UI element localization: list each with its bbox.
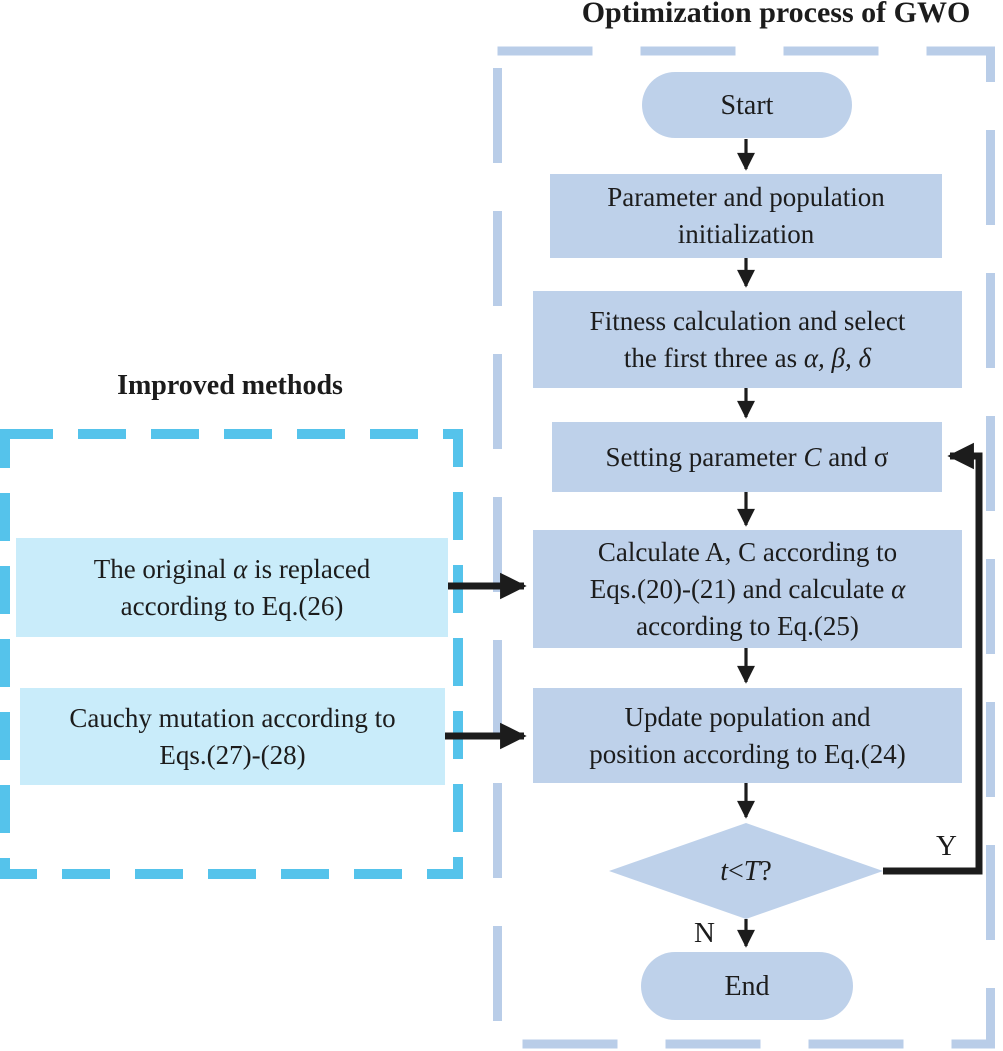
optimization-dashed-frame: [493, 46, 995, 1049]
node-end-label: End: [724, 970, 770, 1002]
node-setting-parameter-label: Setting parameter C and σ: [605, 441, 889, 472]
branch-label-no: N: [694, 917, 715, 949]
node-setting-parameter: Setting parameter C and σ: [552, 422, 942, 492]
node-start-label: Start: [720, 89, 774, 121]
improved-methods-title: Improved methods: [117, 370, 343, 401]
node-decision-t-less-than-T: t<T?: [609, 823, 883, 919]
decision-diamond-shape: [609, 823, 883, 919]
node-decision-label: t<T?: [720, 855, 772, 887]
node-end: End: [641, 952, 853, 1020]
branch-label-yes: Y: [936, 830, 957, 862]
optimization-panel-title: Optimization process of GWO: [581, 0, 971, 29]
improved-methods-dashed-frame: [0, 429, 463, 879]
node-start: Start: [642, 72, 852, 138]
arrow-yes-feedback-loop: [883, 442, 983, 875]
